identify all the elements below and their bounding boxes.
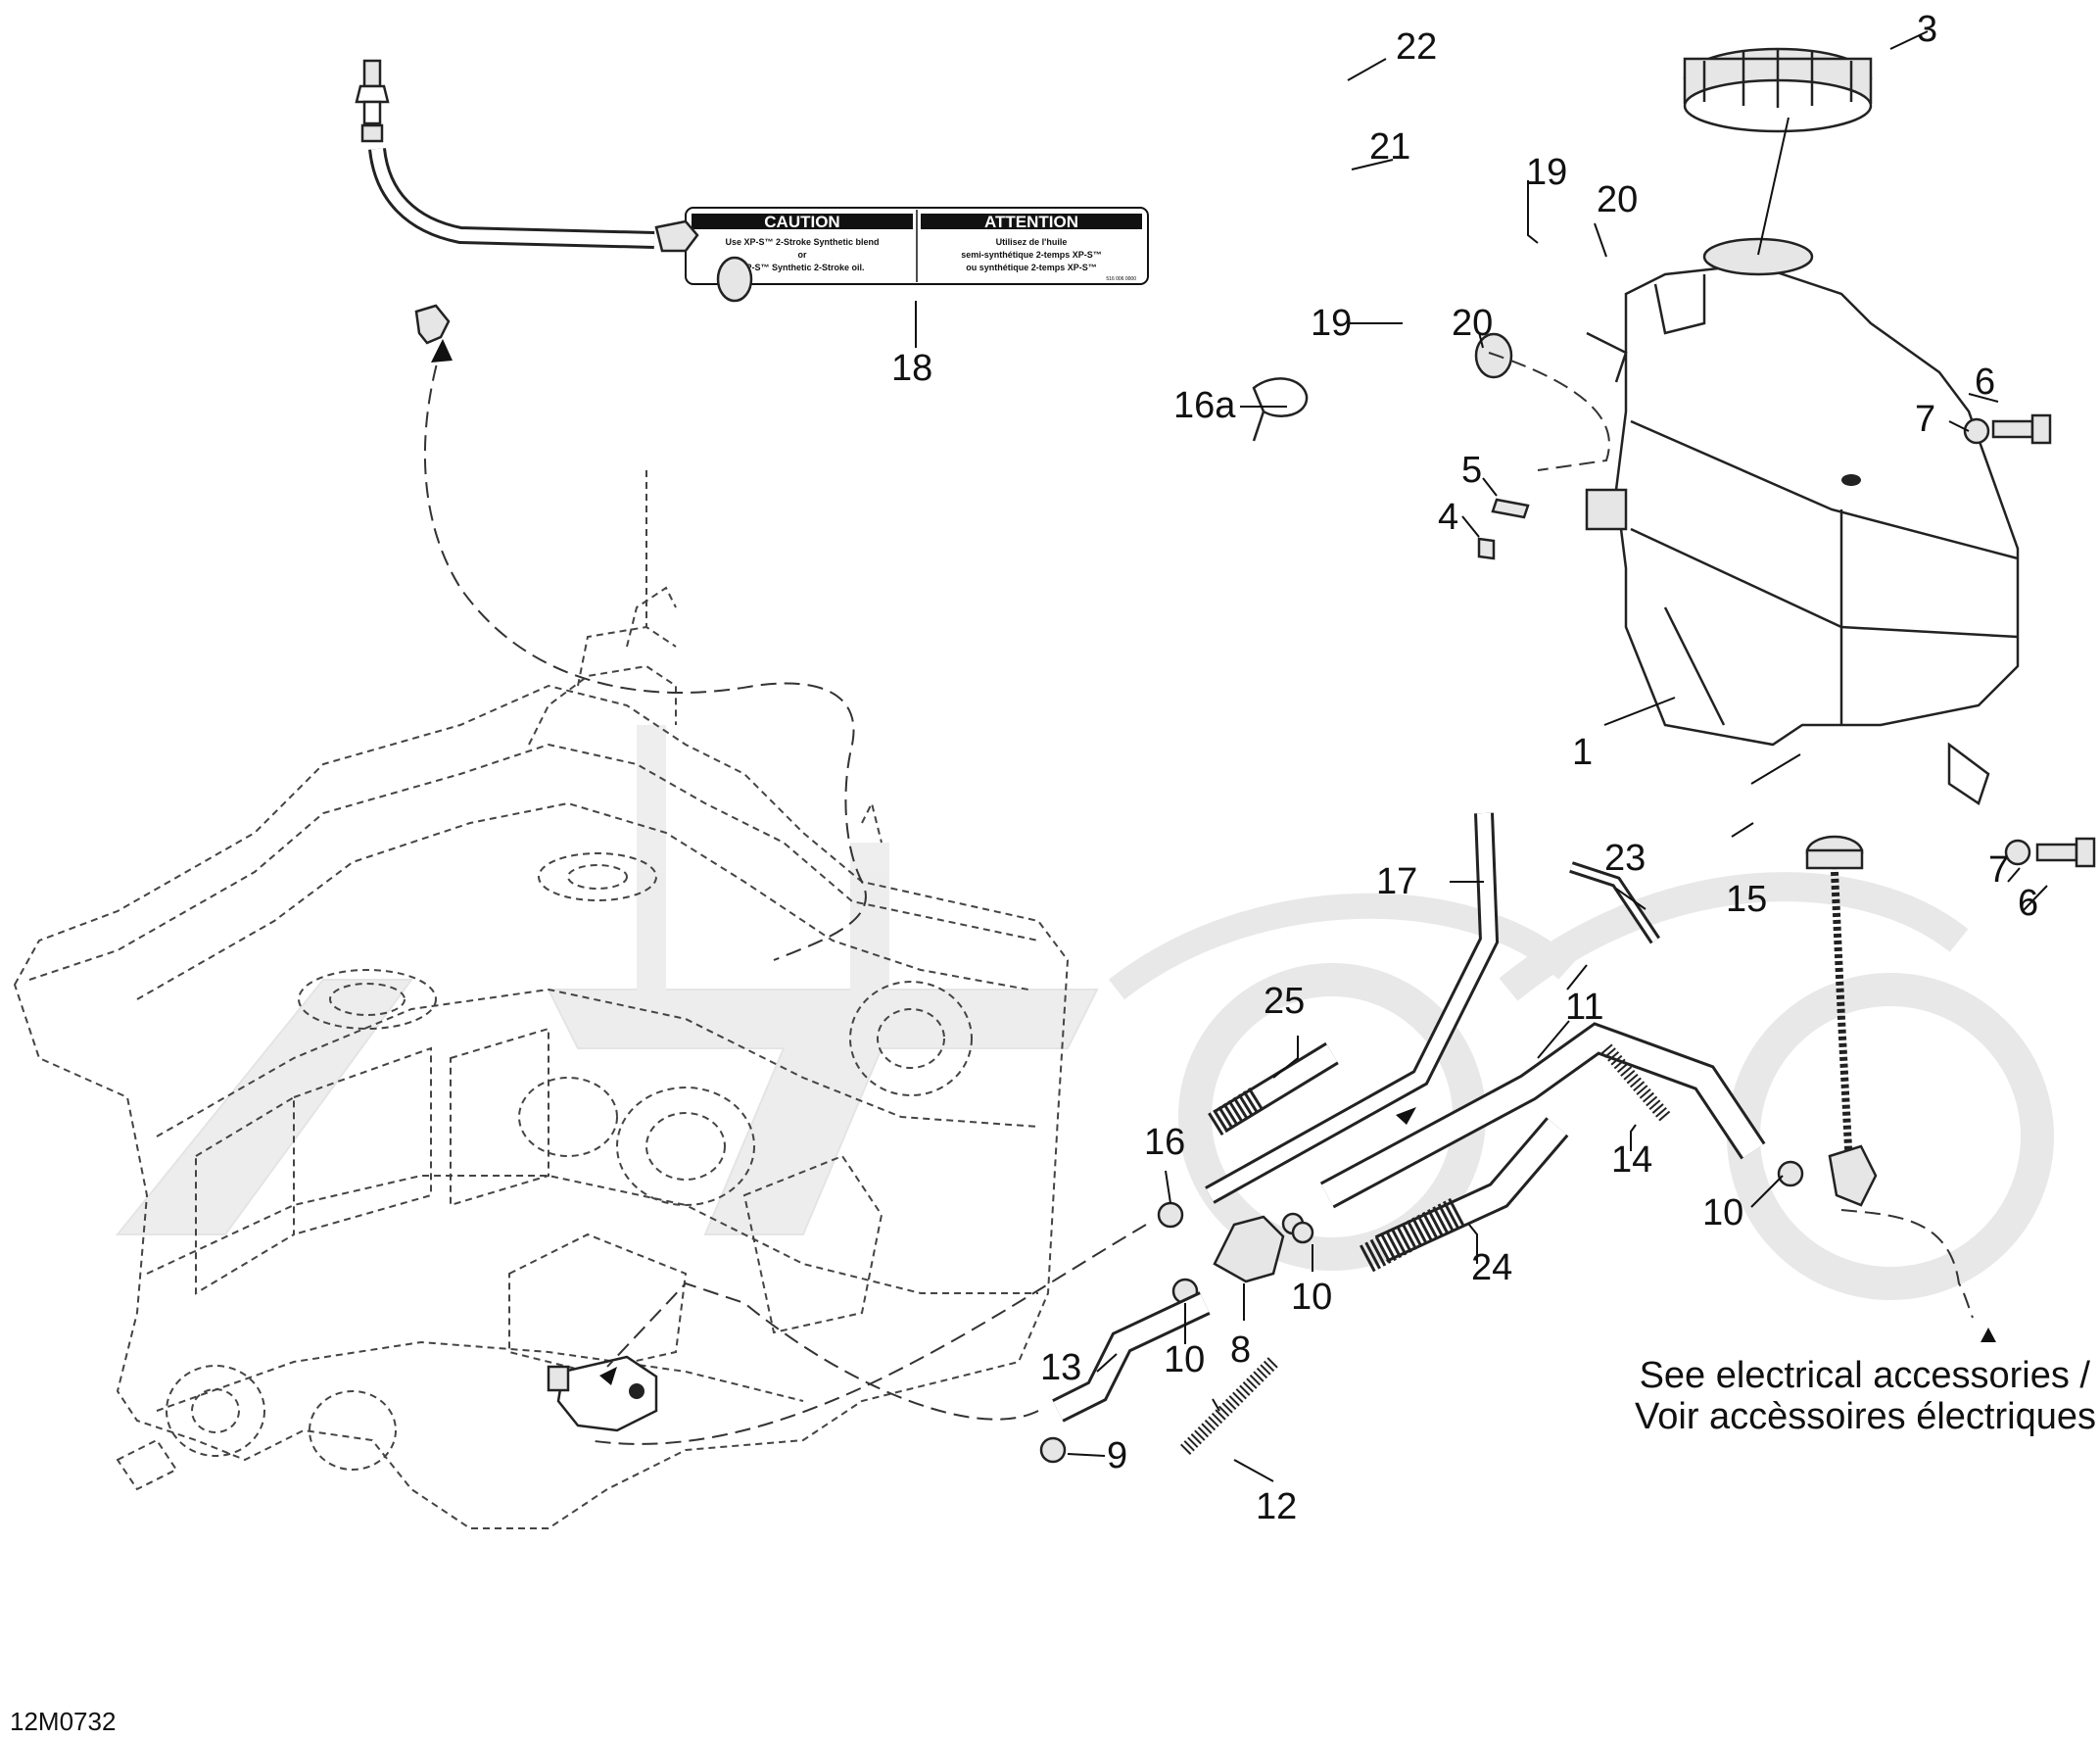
routing-arrows — [431, 339, 1416, 1385]
callout-8: 8 — [1230, 1329, 1251, 1371]
decal-right-code: 516 006 0000 — [1106, 276, 1136, 282]
callout-23: 23 — [1604, 838, 1646, 879]
callout-13: 13 — [1040, 1347, 1081, 1388]
callout-22: 22 — [1396, 26, 1437, 68]
note-line-2: Voir accèssoires électriques — [1635, 1396, 2096, 1437]
callout-12: 12 — [1256, 1486, 1297, 1527]
callout-14: 14 — [1611, 1139, 1652, 1181]
decal-right-line1: Utilisez de l'huile — [996, 237, 1068, 247]
callout-5: 5 — [1461, 450, 1482, 491]
engine-outline — [13, 470, 1070, 1529]
electrical-accessories-note: See electrical accessories / Voir accèss… — [1635, 1328, 2096, 1437]
decal-left-line3: XP-S™ Synthetic 2-Stroke oil. — [740, 263, 864, 272]
decal-left-line2: or — [798, 250, 807, 260]
callout-6-lower: 6 — [2018, 883, 2038, 924]
callout-24: 24 — [1471, 1247, 1512, 1288]
watermark — [115, 725, 2054, 1300]
callout-3: 3 — [1917, 9, 1937, 50]
callout-11: 11 — [1565, 987, 1603, 1028]
diagram-code: 12M0732 — [10, 1707, 116, 1736]
note-line-1: See electrical accessories / — [1640, 1355, 2091, 1396]
callouts: 3 22 21 19 20 19 20 16a 18 5 4 6 7 1 15 … — [891, 9, 2038, 1527]
decal-left-heading: CAUTION — [764, 213, 839, 231]
callout-18: 18 — [891, 348, 932, 389]
callout-7-upper: 7 — [1915, 399, 1935, 440]
decal: CAUTION Use XP-S™ 2-Stroke Synthetic ble… — [685, 207, 1149, 285]
callout-10-center: 10 — [1291, 1277, 1332, 1318]
callout-19-lower: 19 — [1311, 303, 1352, 344]
callout-4: 4 — [1438, 497, 1458, 538]
callout-20-upper: 20 — [1597, 179, 1638, 220]
callout-6-upper: 6 — [1975, 362, 1995, 403]
callout-17: 17 — [1376, 861, 1417, 902]
callout-1: 1 — [1572, 732, 1593, 773]
vent-parts — [355, 59, 2096, 1305]
callout-9: 9 — [1107, 1435, 1127, 1476]
callout-16a: 16a — [1173, 385, 1236, 426]
callout-10-left: 10 — [1164, 1339, 1205, 1380]
callout-19-upper: 19 — [1526, 152, 1567, 193]
decal-right-heading: ATTENTION — [984, 213, 1078, 231]
decal-right-line2: semi-synthétique 2-temps XP-S™ — [961, 250, 1102, 260]
callout-7-lower: 7 — [1988, 849, 2009, 891]
decal-left-line1: Use XP-S™ 2-Stroke Synthetic blend — [725, 237, 879, 247]
callout-15: 15 — [1726, 879, 1767, 920]
leader-lines — [915, 30, 2048, 1482]
routing-lines — [423, 342, 1974, 1445]
callout-20-lower: 20 — [1452, 303, 1493, 344]
hoses — [1039, 812, 1766, 1464]
callout-25: 25 — [1264, 981, 1305, 1022]
callout-21: 21 — [1369, 126, 1410, 168]
callout-10-right: 10 — [1702, 1192, 1743, 1233]
tank-cap — [1683, 47, 1873, 133]
decal-right-line3: ou synthétique 2-temps XP-S™ — [966, 263, 1097, 272]
callout-16: 16 — [1144, 1122, 1185, 1163]
oil-tank — [1585, 237, 2020, 805]
